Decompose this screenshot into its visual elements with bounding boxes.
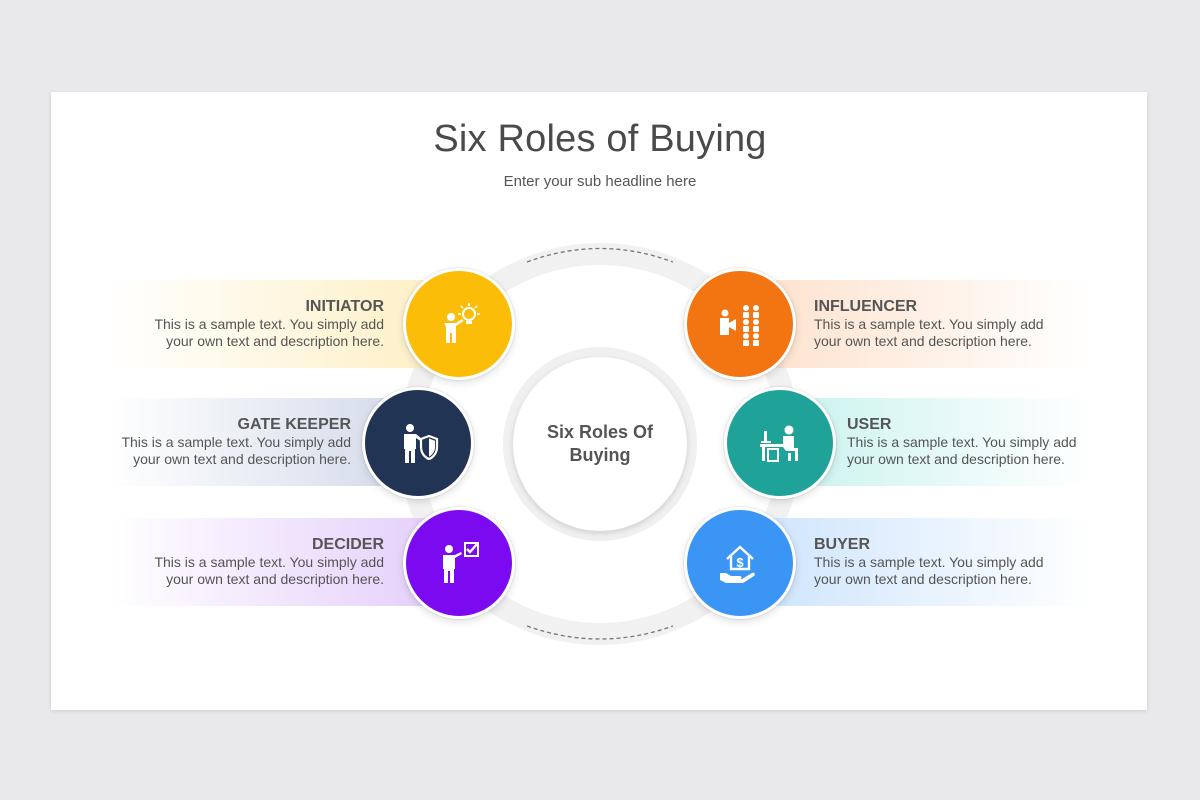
svg-text:$: $ [736, 555, 744, 570]
person-at-desk-icon [760, 425, 798, 462]
gate-keeper-circle [362, 387, 474, 499]
influencer-text: INFLUENCER This is a sample text. You si… [814, 298, 1044, 350]
initiator-desc-line1: This is a sample text. You simply add [154, 316, 384, 332]
user-circle [724, 387, 836, 499]
center-circle: Six Roles Of Buying [513, 357, 687, 531]
initiator-circle [403, 268, 515, 380]
buyer-band [752, 518, 1092, 606]
decider-band [108, 518, 448, 606]
initiator-desc-line2: your own text and description here. [166, 333, 384, 349]
hand-house-dollar-icon: $ [720, 545, 755, 583]
user-desc-line2: your own text and description here. [847, 451, 1065, 467]
influencer-title: INFLUENCER [814, 298, 918, 315]
buyer-desc-line2: your own text and description here. [814, 571, 1032, 587]
person-shield-icon [404, 424, 439, 463]
person-lightbulb-icon [444, 303, 480, 343]
buyer-text: BUYER This is a sample text. You simply … [814, 536, 1044, 588]
gate-keeper-title: GATE KEEPER [237, 416, 352, 433]
buyer-desc-line1: This is a sample text. You simply add [814, 554, 1044, 570]
gate-keeper-desc-line2: your own text and description here. [133, 451, 351, 467]
initiator-band [108, 280, 448, 368]
gate-keeper-desc-line1: This is a sample text. You simply add [121, 434, 351, 450]
page-title: Six Roles of Buying [433, 118, 767, 160]
user-desc-line1: This is a sample text. You simply add [847, 434, 1077, 450]
influencer-band [752, 280, 1092, 368]
decider-circle [403, 507, 515, 619]
megaphone-audience-icon [720, 305, 759, 346]
decider-desc-line2: your own text and description here. [166, 571, 384, 587]
influencer-circle [684, 268, 796, 380]
center-label-line2: Buying [569, 445, 631, 465]
user-text: USER This is a sample text. You simply a… [847, 416, 1077, 468]
person-checkbox-icon [443, 542, 479, 583]
decider-text: DECIDER This is a sample text. You simpl… [154, 536, 384, 588]
buyer-title: BUYER [814, 536, 871, 553]
bottom-dashed-arc [526, 625, 674, 640]
initiator-title: INITIATOR [305, 298, 384, 315]
decider-title: DECIDER [311, 536, 384, 553]
gate-keeper-text: GATE KEEPER This is a sample text. You s… [121, 416, 351, 468]
influencer-desc-line1: This is a sample text. You simply add [814, 316, 1044, 332]
decider-desc-line1: This is a sample text. You simply add [154, 554, 384, 570]
buyer-circle: $ [684, 507, 796, 619]
user-title: USER [847, 416, 892, 433]
center-label-line1: Six Roles Of [546, 422, 654, 442]
initiator-text: INITIATOR This is a sample text. You sim… [154, 298, 384, 350]
top-dashed-arc [526, 247, 674, 263]
center-label: Six Roles Of Buying [540, 421, 660, 467]
page-subtitle: Enter your sub headline here [503, 173, 697, 190]
influencer-desc-line2: your own text and description here. [814, 333, 1032, 349]
